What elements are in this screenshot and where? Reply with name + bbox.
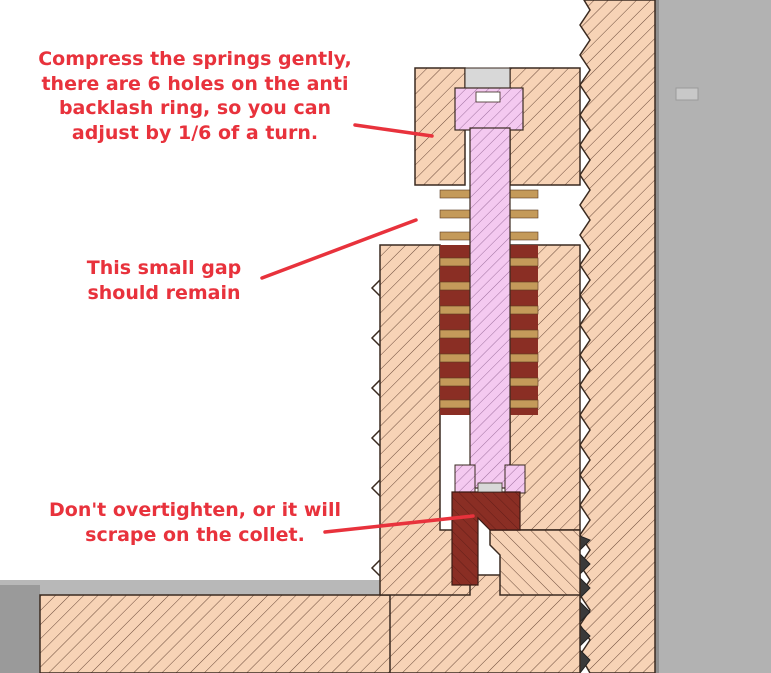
arrow-gap [260, 218, 418, 280]
arrow-springs [353, 123, 434, 138]
annotation-arrows [260, 123, 475, 534]
annotation-springs-line-1: Compress the springs gently, [38, 48, 352, 70]
annotation-gap-line-1: This small gap [86, 257, 242, 279]
annotation-springs-line-4: adjust by 1/6 of a turn. [71, 121, 319, 144]
threaded-wall [579, 0, 656, 673]
annotation-springs: Compress the springs gently, there are 6… [24, 47, 366, 145]
base-plate [0, 574, 581, 673]
annotation-gap: This small gap should remain [70, 256, 258, 305]
gray-housing [655, 0, 771, 673]
annotation-springs-line-3: backlash ring, so you can [58, 97, 332, 119]
annotation-collet: Don't overtighten, or it will scrape on … [30, 498, 360, 547]
screw [454, 87, 524, 489]
anti-backlash-ring [414, 67, 581, 186]
springs [439, 189, 539, 415]
arrow-collet [323, 514, 475, 534]
annotation-springs-line-2: there are 6 holes on the anti [41, 72, 349, 95]
annotation-collet-line-1: Don't overtighten, or it will [49, 499, 341, 521]
annotation-collet-line-2: scrape on the collet. [85, 523, 305, 546]
annotation-gap-line-2: should remain [87, 281, 241, 304]
